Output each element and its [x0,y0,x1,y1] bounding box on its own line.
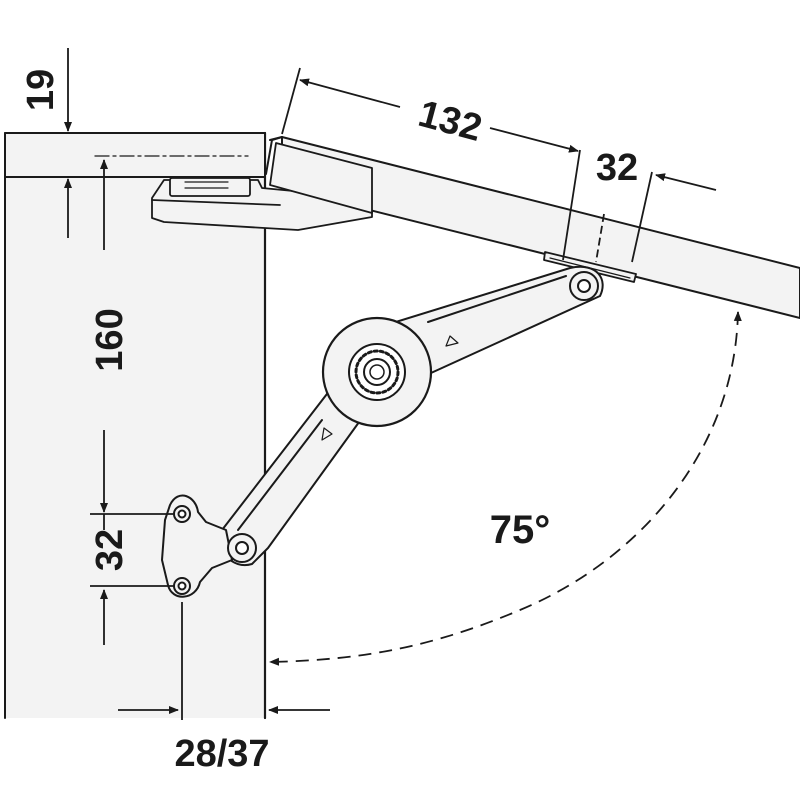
angle-label: 75° [490,508,551,552]
dim-label-32-lid: 32 [596,147,638,189]
lid-panel [265,136,800,319]
top-panel [4,132,266,178]
dim-label-32-base: 32 [89,529,131,571]
dim-label-132: 132 [414,93,486,150]
dimension-32-base [90,514,175,645]
hinge-plate [151,177,373,231]
opening-angle-arc [269,311,742,666]
dimension-132 [281,67,581,261]
dim-label-28-37: 28/37 [174,733,269,775]
dimension-28-37 [118,602,330,720]
pivot-hub [321,316,433,428]
dim-label-19: 19 [20,69,62,111]
dimension-32-lid [595,171,717,263]
dim-label-160: 160 [89,308,131,371]
base-bracket [161,494,257,598]
